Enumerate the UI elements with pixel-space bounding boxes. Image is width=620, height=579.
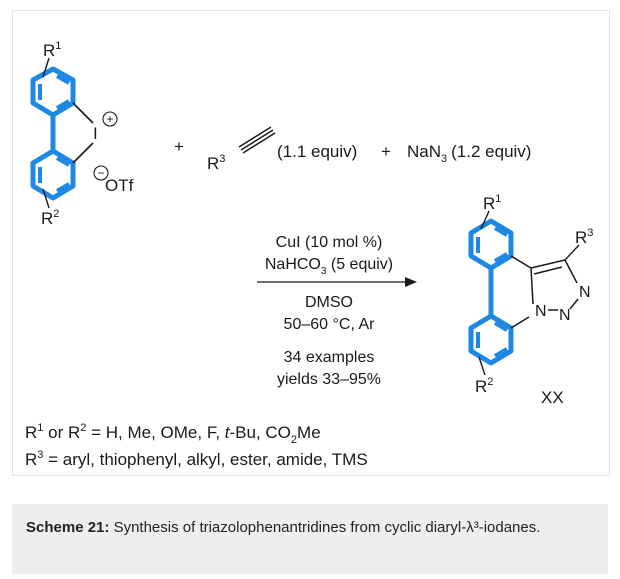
- alkyne-single-bond: [240, 129, 274, 151]
- product-r2-bond: [478, 356, 486, 376]
- c-i-bond-lower: [72, 142, 94, 164]
- lower-ring-double-bond: [55, 156, 71, 167]
- product-r3-label: R3: [575, 227, 593, 247]
- condition-solvent: DMSO: [305, 294, 353, 311]
- triazole-n3-label: N: [579, 284, 591, 301]
- alkyne-reactant: R3 (1.1 equiv): [207, 126, 357, 173]
- product-r3-bond: [564, 244, 580, 261]
- iodine-label: I: [93, 124, 98, 143]
- triazole-n2-label: N: [559, 307, 571, 324]
- triazolophenanthridine-product: N N N R1 R2 R3 XX: [468, 193, 593, 407]
- scope-examples: 34 examples: [284, 349, 375, 366]
- product-central-bond: [530, 267, 534, 305]
- figure-caption: Scheme 21: Synthesis of triazolophenantr…: [12, 504, 608, 574]
- product-compound-label: XX: [541, 388, 564, 407]
- product-ring-double-bond: [493, 321, 509, 332]
- triazole-bond: [564, 259, 578, 284]
- reaction-scheme-drawing: R1 R2 I + − OTf + R3 (1.1 equiv) + NaN3(…: [25, 40, 593, 469]
- reaction-arrow-head: [405, 277, 417, 287]
- product-r2-label: R2: [475, 376, 493, 396]
- sodium-azide: NaN3(1.2 equiv): [407, 142, 531, 165]
- condition-base: NaHCO3 (5 equiv): [265, 256, 393, 277]
- plus-sign-2: +: [381, 142, 391, 161]
- condition-temperature: 50–60 °C, Ar: [284, 316, 376, 333]
- product-central-bond: [510, 255, 532, 269]
- alkyne-triple-bond: [242, 132, 276, 154]
- substituent-line-2: R3 = aryl, thiophenyl, alkyl, ester, ami…: [25, 449, 368, 469]
- plus-sign-1: +: [174, 137, 184, 156]
- r1-label: R1: [43, 40, 61, 60]
- triazole-bond: [569, 298, 579, 310]
- product-ring-double-bond: [493, 252, 509, 263]
- iodonium-reactant: R1 R2 I + − OTf: [30, 40, 134, 228]
- condition-catalyst: CuI (10 mol %): [276, 234, 383, 251]
- upper-ring-double-bond: [55, 99, 71, 110]
- minus-charge: −: [97, 166, 104, 180]
- substituent-line-1: R1 or R2 = H, Me, OMe, F, t-Bu, CO2Me: [25, 422, 321, 446]
- product-ring-double-bond: [493, 226, 509, 237]
- plus-charge-circle: [102, 111, 118, 127]
- lower-ring-double-bond: [55, 182, 71, 193]
- triazole-n1-label: N: [535, 303, 547, 320]
- product-ring-double-bond: [493, 347, 509, 358]
- minus-charge-circle: [93, 165, 109, 181]
- triazole-double-bond: [533, 266, 563, 275]
- r1-bond: [42, 57, 50, 78]
- upper-ring-double-bond: [55, 74, 71, 85]
- scheme-figure: R1 R2 I + − OTf + R3 (1.1 equiv) + NaN3(…: [12, 10, 610, 476]
- alkyne-triple-bond: [238, 126, 272, 148]
- product-central-bond: [510, 316, 530, 329]
- alkyne-equiv: (1.1 equiv): [277, 142, 357, 161]
- alkyne-r3-label: R3: [207, 153, 225, 173]
- triazole-bond: [530, 259, 566, 269]
- caption-text: Synthesis of triazolophenantridines from…: [113, 519, 541, 536]
- r2-label: R2: [41, 208, 59, 228]
- c-i-bond-upper: [72, 102, 94, 124]
- triflate-label: OTf: [105, 176, 134, 195]
- r2-bond: [42, 188, 50, 209]
- product-r1-bond: [480, 210, 490, 230]
- product-r1-label: R1: [483, 193, 501, 213]
- caption-label: Scheme 21:: [26, 519, 110, 536]
- scope-yields: yields 33–95%: [277, 371, 381, 388]
- plus-charge: +: [106, 112, 113, 126]
